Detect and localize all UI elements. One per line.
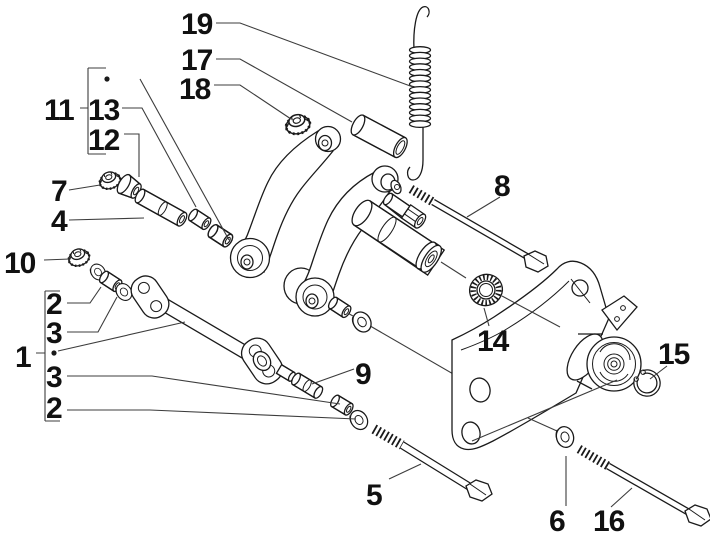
part-label-1: 1	[15, 341, 31, 374]
part-label-14: 14	[477, 325, 510, 358]
part-label-13: 13	[88, 94, 120, 127]
part-number-labels: 19 17 18 11 13 12 7 4 10 2 3 1 3 2 9 8 1…	[4, 8, 691, 533]
spacer-sleeve-17	[350, 114, 408, 159]
assembly-axis-line	[440, 261, 561, 328]
part-label-10: 10	[4, 247, 36, 280]
part-label-2b: 2	[46, 392, 62, 425]
part-label-18: 18	[179, 73, 211, 106]
part-label-17: 17	[181, 44, 213, 77]
bolt-5	[371, 424, 493, 502]
flanged-bushing-12	[116, 173, 142, 199]
leader-lines	[36, 22, 668, 508]
part-label-9: 9	[355, 358, 371, 391]
bushing-3-lower	[328, 393, 356, 418]
part-label-8: 8	[494, 170, 510, 203]
flange-nut-10	[65, 244, 93, 270]
part-label-7: 7	[51, 175, 67, 208]
washer-6	[553, 424, 577, 451]
bolt-16	[576, 445, 710, 527]
pivot-pin-4	[134, 188, 188, 227]
pivot-tube	[351, 199, 446, 276]
part-label-11: 11	[44, 94, 74, 127]
bushing-13	[186, 207, 214, 232]
part-label-16: 16	[593, 505, 625, 533]
bushing-link	[205, 222, 236, 250]
part-label-3b: 3	[46, 361, 62, 394]
assembly-axis-line	[471, 379, 618, 442]
part-label-19: 19	[181, 8, 213, 41]
part-label-4: 4	[51, 205, 68, 238]
part-label-15: 15	[658, 338, 690, 371]
hex-flange-nut-18	[282, 110, 314, 138]
bolt-8	[408, 185, 549, 273]
silent-block-mount	[566, 295, 642, 392]
swing-arm	[130, 275, 296, 385]
tension-spring	[406, 6, 432, 181]
link-arm-a	[229, 125, 342, 279]
knurled-ring-14	[468, 273, 504, 307]
engine-mount-bracket	[451, 260, 610, 451]
spacer-9	[291, 372, 324, 399]
part-label-3a: 3	[46, 317, 62, 350]
part-label-5: 5	[366, 479, 382, 512]
part-label-12: 12	[88, 124, 120, 157]
stepped-pin	[382, 192, 427, 229]
circlip-15	[633, 369, 661, 397]
part-label-2a: 2	[46, 288, 62, 321]
part-label-6: 6	[549, 505, 565, 533]
washer-under-arm-b	[348, 307, 376, 337]
